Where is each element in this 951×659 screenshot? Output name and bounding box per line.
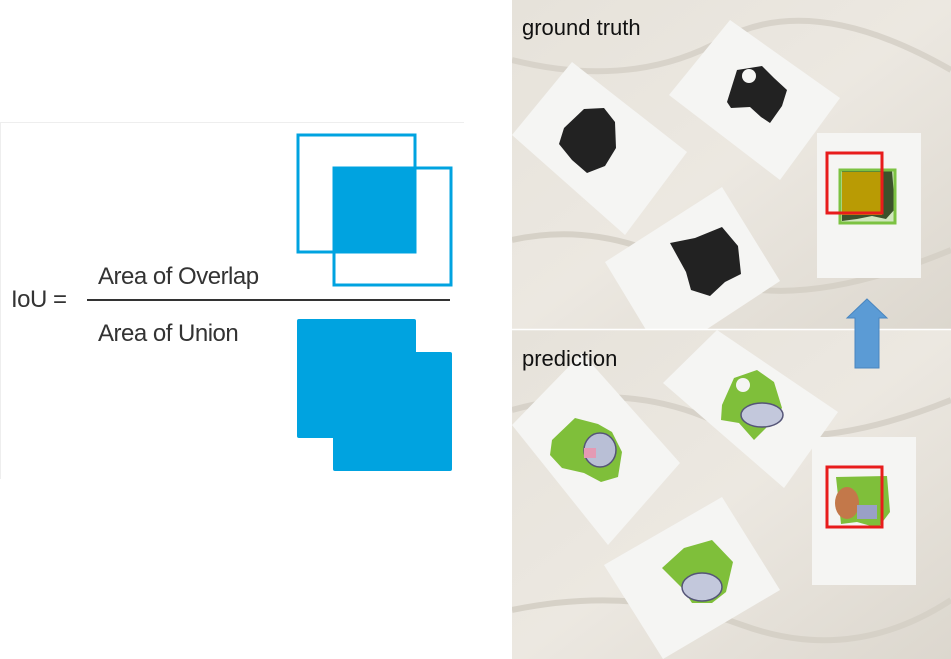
- gt-mask-2-hole: [742, 69, 756, 83]
- iou-shapes: [87, 133, 453, 471]
- pred-card-3: [604, 497, 780, 659]
- photo-scene: [512, 0, 951, 659]
- gt-card-1: [512, 62, 687, 235]
- red-box-pred: [825, 465, 884, 529]
- gt-mask-3: [670, 227, 741, 296]
- gt-mask-1: [559, 108, 616, 173]
- pred-card-2: [663, 330, 838, 488]
- iou-lhs: IoU =: [11, 286, 67, 313]
- sheep-3: [681, 572, 723, 602]
- iou-diagram: IoU = Area of Overlap Area of Union: [0, 122, 464, 479]
- gt-card-2: [669, 20, 840, 180]
- photo-comparison: ground truth prediction: [512, 0, 951, 659]
- overlap-region: [334, 168, 415, 252]
- pred-piece-2-hole: [736, 378, 750, 392]
- union-box-b: [333, 352, 452, 471]
- sheep-2: [740, 402, 784, 428]
- gt-card-4: [817, 133, 921, 278]
- prediction-caption: prediction: [522, 346, 618, 371]
- red-box-gt: [825, 151, 884, 215]
- numerator-label: Area of Overlap: [98, 263, 259, 290]
- denominator-label: Area of Union: [98, 320, 239, 347]
- up-arrow-icon: [845, 298, 889, 369]
- gt-card-3: [605, 187, 780, 358]
- gt-mask-2: [727, 66, 787, 123]
- ground-truth-caption: ground truth: [522, 15, 641, 40]
- pred-card-1: [512, 353, 680, 545]
- sheep-4: [835, 487, 859, 519]
- pred-card-4: [812, 437, 916, 585]
- overlap-fill: [842, 172, 882, 215]
